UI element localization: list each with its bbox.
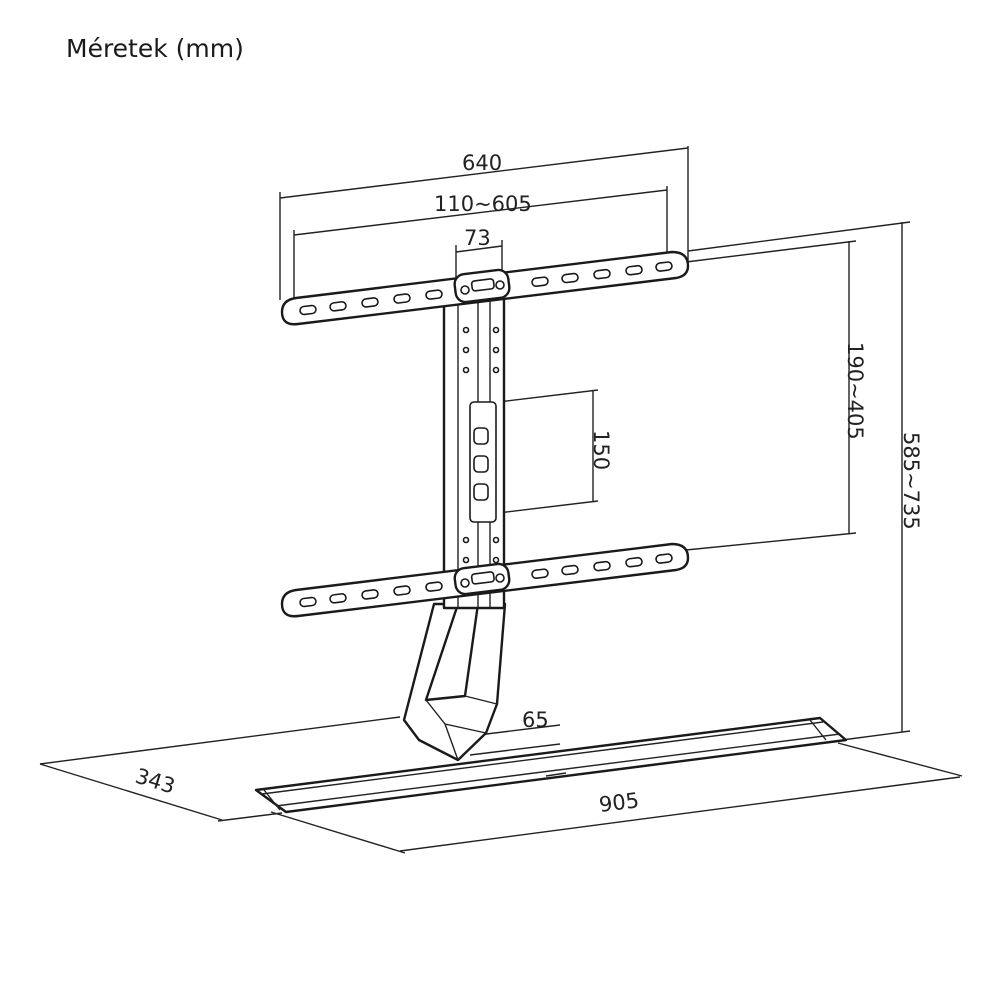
label-110-605: 110~605	[434, 192, 532, 216]
label-343: 343	[133, 764, 178, 799]
mount-slot	[625, 264, 643, 276]
dimension-lines	[39, 146, 963, 854]
mount-slot	[299, 304, 317, 316]
mount-slot	[393, 293, 411, 304]
mount-slot	[393, 585, 411, 596]
top-mounting-arm	[280, 250, 690, 326]
mount-slot	[361, 297, 379, 308]
mount-slot	[361, 589, 379, 600]
label-190-405: 190~405	[843, 342, 867, 440]
mount-slot	[329, 593, 347, 604]
mount-slot	[593, 268, 611, 280]
vertical-column	[442, 288, 506, 610]
mount-slot	[561, 272, 579, 284]
mount-slot	[655, 261, 673, 272]
neck-riser	[402, 602, 507, 762]
label-150: 150	[589, 430, 613, 470]
base-foot	[254, 716, 848, 814]
label-585-735: 585~735	[899, 432, 923, 530]
mount-slot	[655, 553, 673, 564]
mount-slot	[329, 301, 347, 312]
mount-slot	[625, 556, 643, 568]
mount-slot	[425, 581, 443, 592]
label-640: 640	[462, 151, 502, 175]
bottom-mounting-arm	[280, 542, 690, 618]
label-905: 905	[598, 788, 641, 817]
mount-slot	[561, 564, 579, 576]
mount-slot	[299, 596, 317, 608]
mount-slot	[531, 276, 549, 287]
label-73: 73	[464, 226, 491, 250]
label-65: 65	[522, 708, 549, 732]
mount-slot	[425, 289, 443, 300]
diagram-title: Méretek (mm)	[66, 34, 244, 63]
mount-slot	[531, 568, 549, 579]
mount-slot	[593, 560, 611, 572]
